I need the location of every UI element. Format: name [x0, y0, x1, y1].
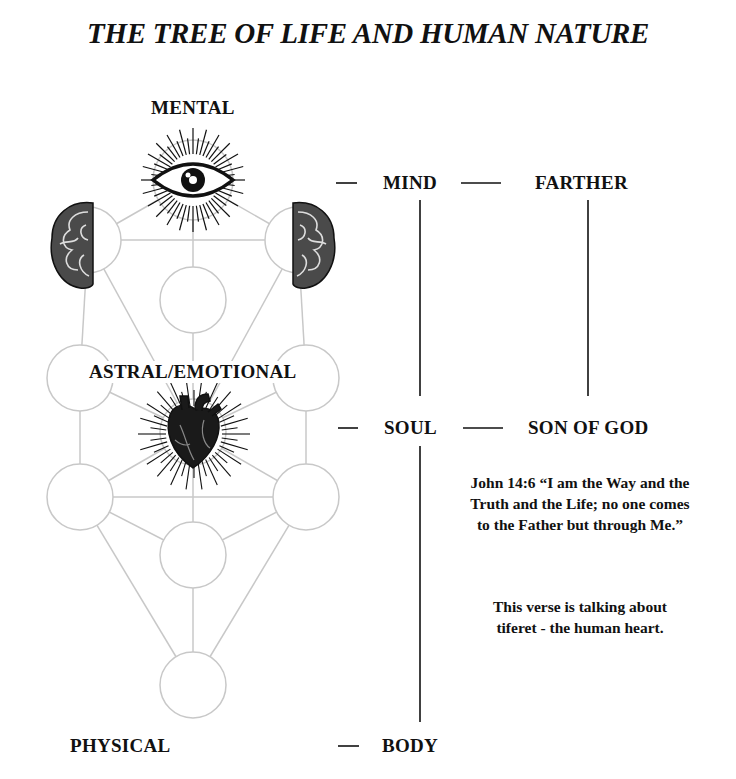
connector-lines — [336, 183, 588, 746]
left-brain-half — [51, 203, 93, 289]
aspect-label: MIND — [383, 172, 437, 194]
plane-label: PHYSICAL — [70, 735, 171, 757]
divine-label: SON OF GOD — [528, 417, 649, 439]
scripture-quote: John 14:6 “I am the Way and the Truth an… — [464, 472, 696, 535]
plane-label: ASTRAL/EMOTIONAL — [86, 361, 300, 383]
aspect-label: SOUL — [384, 417, 437, 439]
aspect-label: BODY — [382, 735, 438, 757]
all-seeing-eye — [153, 164, 233, 196]
note-text: This verse is talking about tiferet - th… — [480, 596, 680, 638]
anatomical-heart — [168, 394, 221, 468]
diagram-title: THE TREE OF LIFE AND HUMAN NATURE — [87, 17, 649, 50]
plane-label: MENTAL — [148, 97, 238, 119]
right-brain-half — [293, 203, 335, 289]
eye-rays — [141, 128, 245, 232]
heart-rays — [138, 379, 250, 490]
sephirot-circles — [47, 140, 339, 718]
divine-label: FARTHER — [535, 172, 628, 194]
